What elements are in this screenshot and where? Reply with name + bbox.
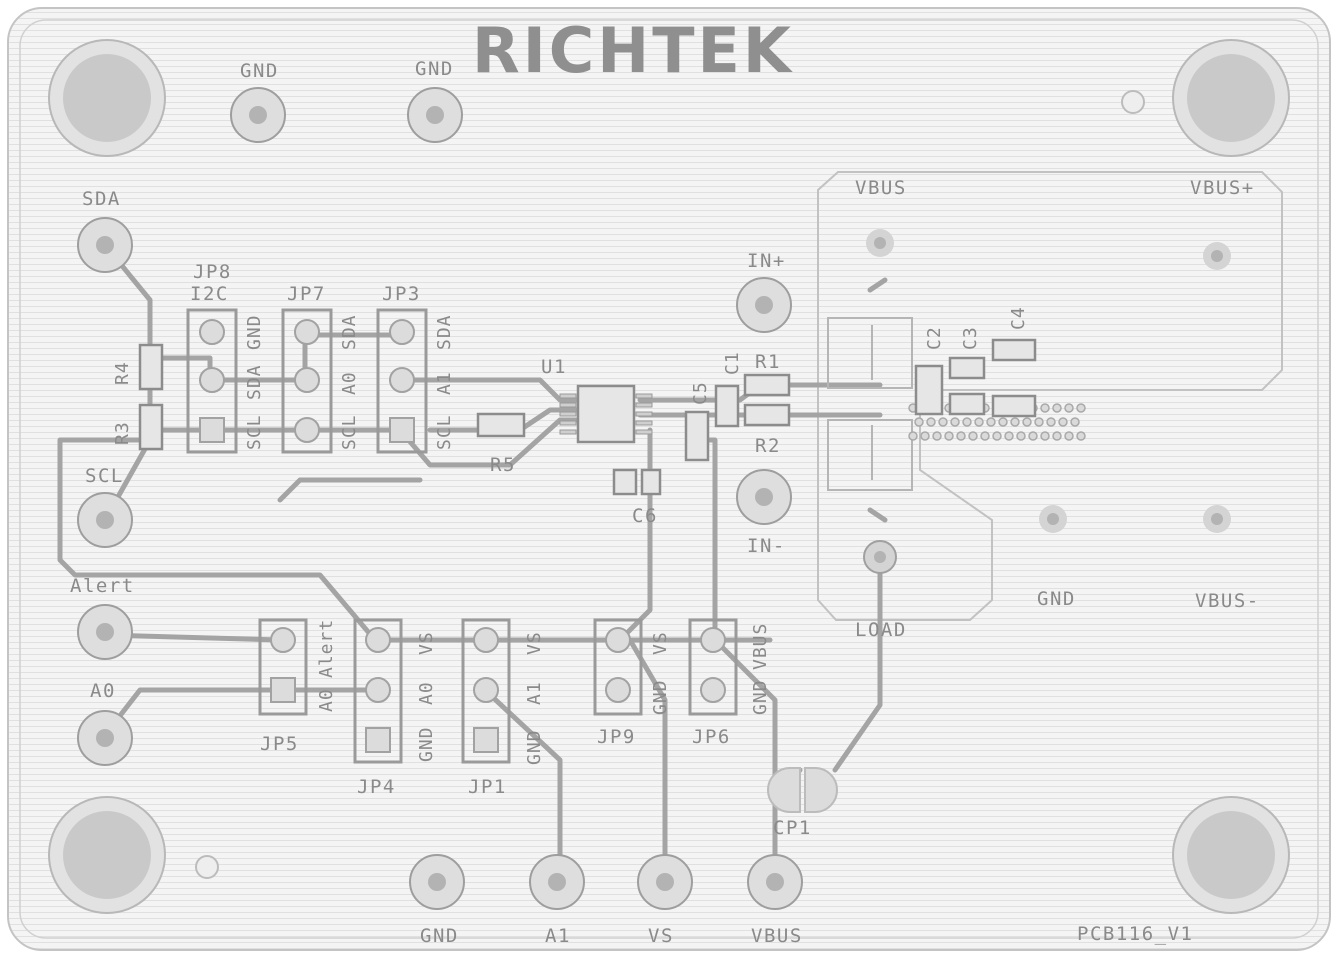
label-jp1-gnd: GND (524, 729, 545, 765)
label-sda: SDA (82, 188, 121, 210)
label-c1: C1 (722, 351, 743, 375)
label-jp1-a1: A1 (524, 681, 545, 705)
label-jp8: JP8 (193, 261, 232, 283)
label-jp7-scl: SCL (339, 414, 360, 450)
shunt-copper (827, 317, 913, 491)
label-in-minus: IN- (747, 535, 786, 557)
label-jp8-sda: SDA (244, 364, 265, 400)
label-jp8-gnd: GND (244, 314, 265, 350)
label-jp5-alert: Alert (316, 619, 337, 678)
label-c3: C3 (960, 326, 981, 350)
label-vbus-plus: VBUS+ (1190, 177, 1255, 199)
label-in-plus: IN+ (747, 250, 786, 272)
label-jp7: JP7 (287, 283, 326, 305)
label-jp7-a0: A0 (339, 371, 360, 395)
label-cp1: CP1 (773, 817, 812, 839)
label-jp5-a0: A0 (316, 688, 337, 712)
label-jp3-sda: SDA (434, 314, 455, 350)
label-r2: R2 (755, 435, 781, 457)
label-c5: C5 (690, 381, 711, 405)
label-jp3-scl: SCL (434, 414, 455, 450)
label-jp4-gnd: GND (416, 726, 437, 762)
label-jp9-vs: VS (650, 631, 671, 655)
label-a0: A0 (90, 680, 116, 702)
label-jp1: JP1 (468, 776, 507, 798)
label-gnd-top-1: GND (240, 60, 279, 82)
label-jp3-a1: A1 (434, 371, 455, 395)
richtek-logo: RICHTEK (472, 14, 794, 87)
label-a1: A1 (545, 925, 571, 947)
label-vbus-bottom: VBUS (751, 925, 803, 947)
label-jp1-vs: VS (524, 631, 545, 655)
label-jp6: JP6 (692, 726, 731, 748)
label-jp3: JP3 (382, 283, 421, 305)
label-r3: R3 (112, 421, 133, 445)
cp1-solder-jumper (767, 767, 838, 813)
label-scl: SCL (85, 465, 124, 487)
label-jp4: JP4 (357, 776, 396, 798)
power-zone-outline (817, 171, 1283, 621)
label-jp9-gnd: GND (650, 679, 671, 715)
label-board-id: PCB116_V1 (1077, 923, 1193, 945)
label-jp7-sda: SDA (339, 314, 360, 350)
jumper-headers (186, 308, 738, 764)
label-gnd-top-2: GND (415, 58, 454, 80)
board-outline (7, 7, 1331, 951)
label-vs: VS (648, 925, 674, 947)
smd-parts (138, 338, 1037, 496)
label-gnd-bottom: GND (420, 925, 459, 947)
label-jp8-scl: SCL (244, 414, 265, 450)
label-c6: C6 (632, 505, 658, 527)
mounting-holes (48, 39, 1290, 914)
jumper-pins (199, 319, 726, 753)
label-load: LOAD (855, 619, 907, 641)
label-alert: Alert (70, 575, 135, 597)
copper-traces (57, 242, 888, 883)
label-u1: U1 (541, 356, 567, 378)
label-vbus-minus: VBUS- (1195, 590, 1260, 612)
label-c4: C4 (1008, 306, 1029, 330)
label-r5: R5 (490, 454, 516, 476)
label-jp6-vbus: VBUS (750, 623, 771, 670)
label-jp4-a0: A0 (416, 681, 437, 705)
label-jp8-name: I2C (190, 283, 229, 305)
label-jp6-gnd: GND (750, 679, 771, 715)
label-jp4-vs: VS (416, 631, 437, 655)
test-point-pads (77, 87, 803, 910)
via-array (908, 403, 1086, 441)
label-r4: R4 (112, 361, 133, 385)
label-jp5: JP5 (260, 733, 299, 755)
label-vbus: VBUS (855, 177, 907, 199)
label-gnd-right: GND (1037, 588, 1076, 610)
label-r1: R1 (755, 351, 781, 373)
label-c2: C2 (924, 326, 945, 350)
label-jp9: JP9 (597, 726, 636, 748)
